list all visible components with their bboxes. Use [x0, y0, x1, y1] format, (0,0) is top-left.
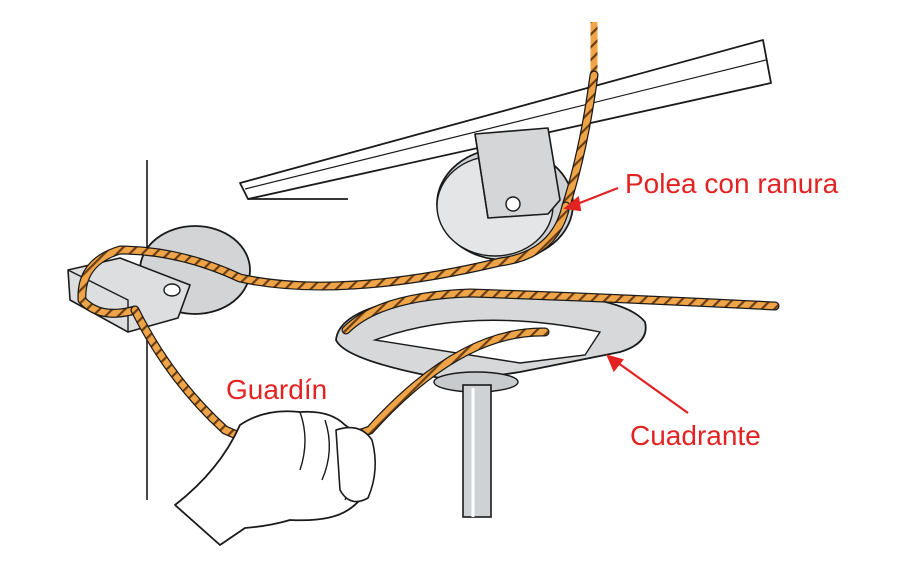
grooved-pulley-top — [436, 127, 574, 261]
arrow-cuadrante-head — [606, 354, 624, 373]
label-cuadrante: Cuadrante — [630, 420, 761, 451]
leader-arrows — [563, 186, 689, 414]
rudder-post — [462, 384, 492, 518]
arrow-cuadrante — [613, 359, 689, 414]
cloth-icon — [335, 426, 376, 503]
arrow-polea-head — [563, 195, 582, 212]
label-guardin: Guardín — [226, 374, 328, 405]
label-polea-con-ranura: Polea con ranura — [625, 168, 839, 199]
wall-pulley-left — [67, 225, 251, 333]
steering-rope — [77, 70, 780, 450]
